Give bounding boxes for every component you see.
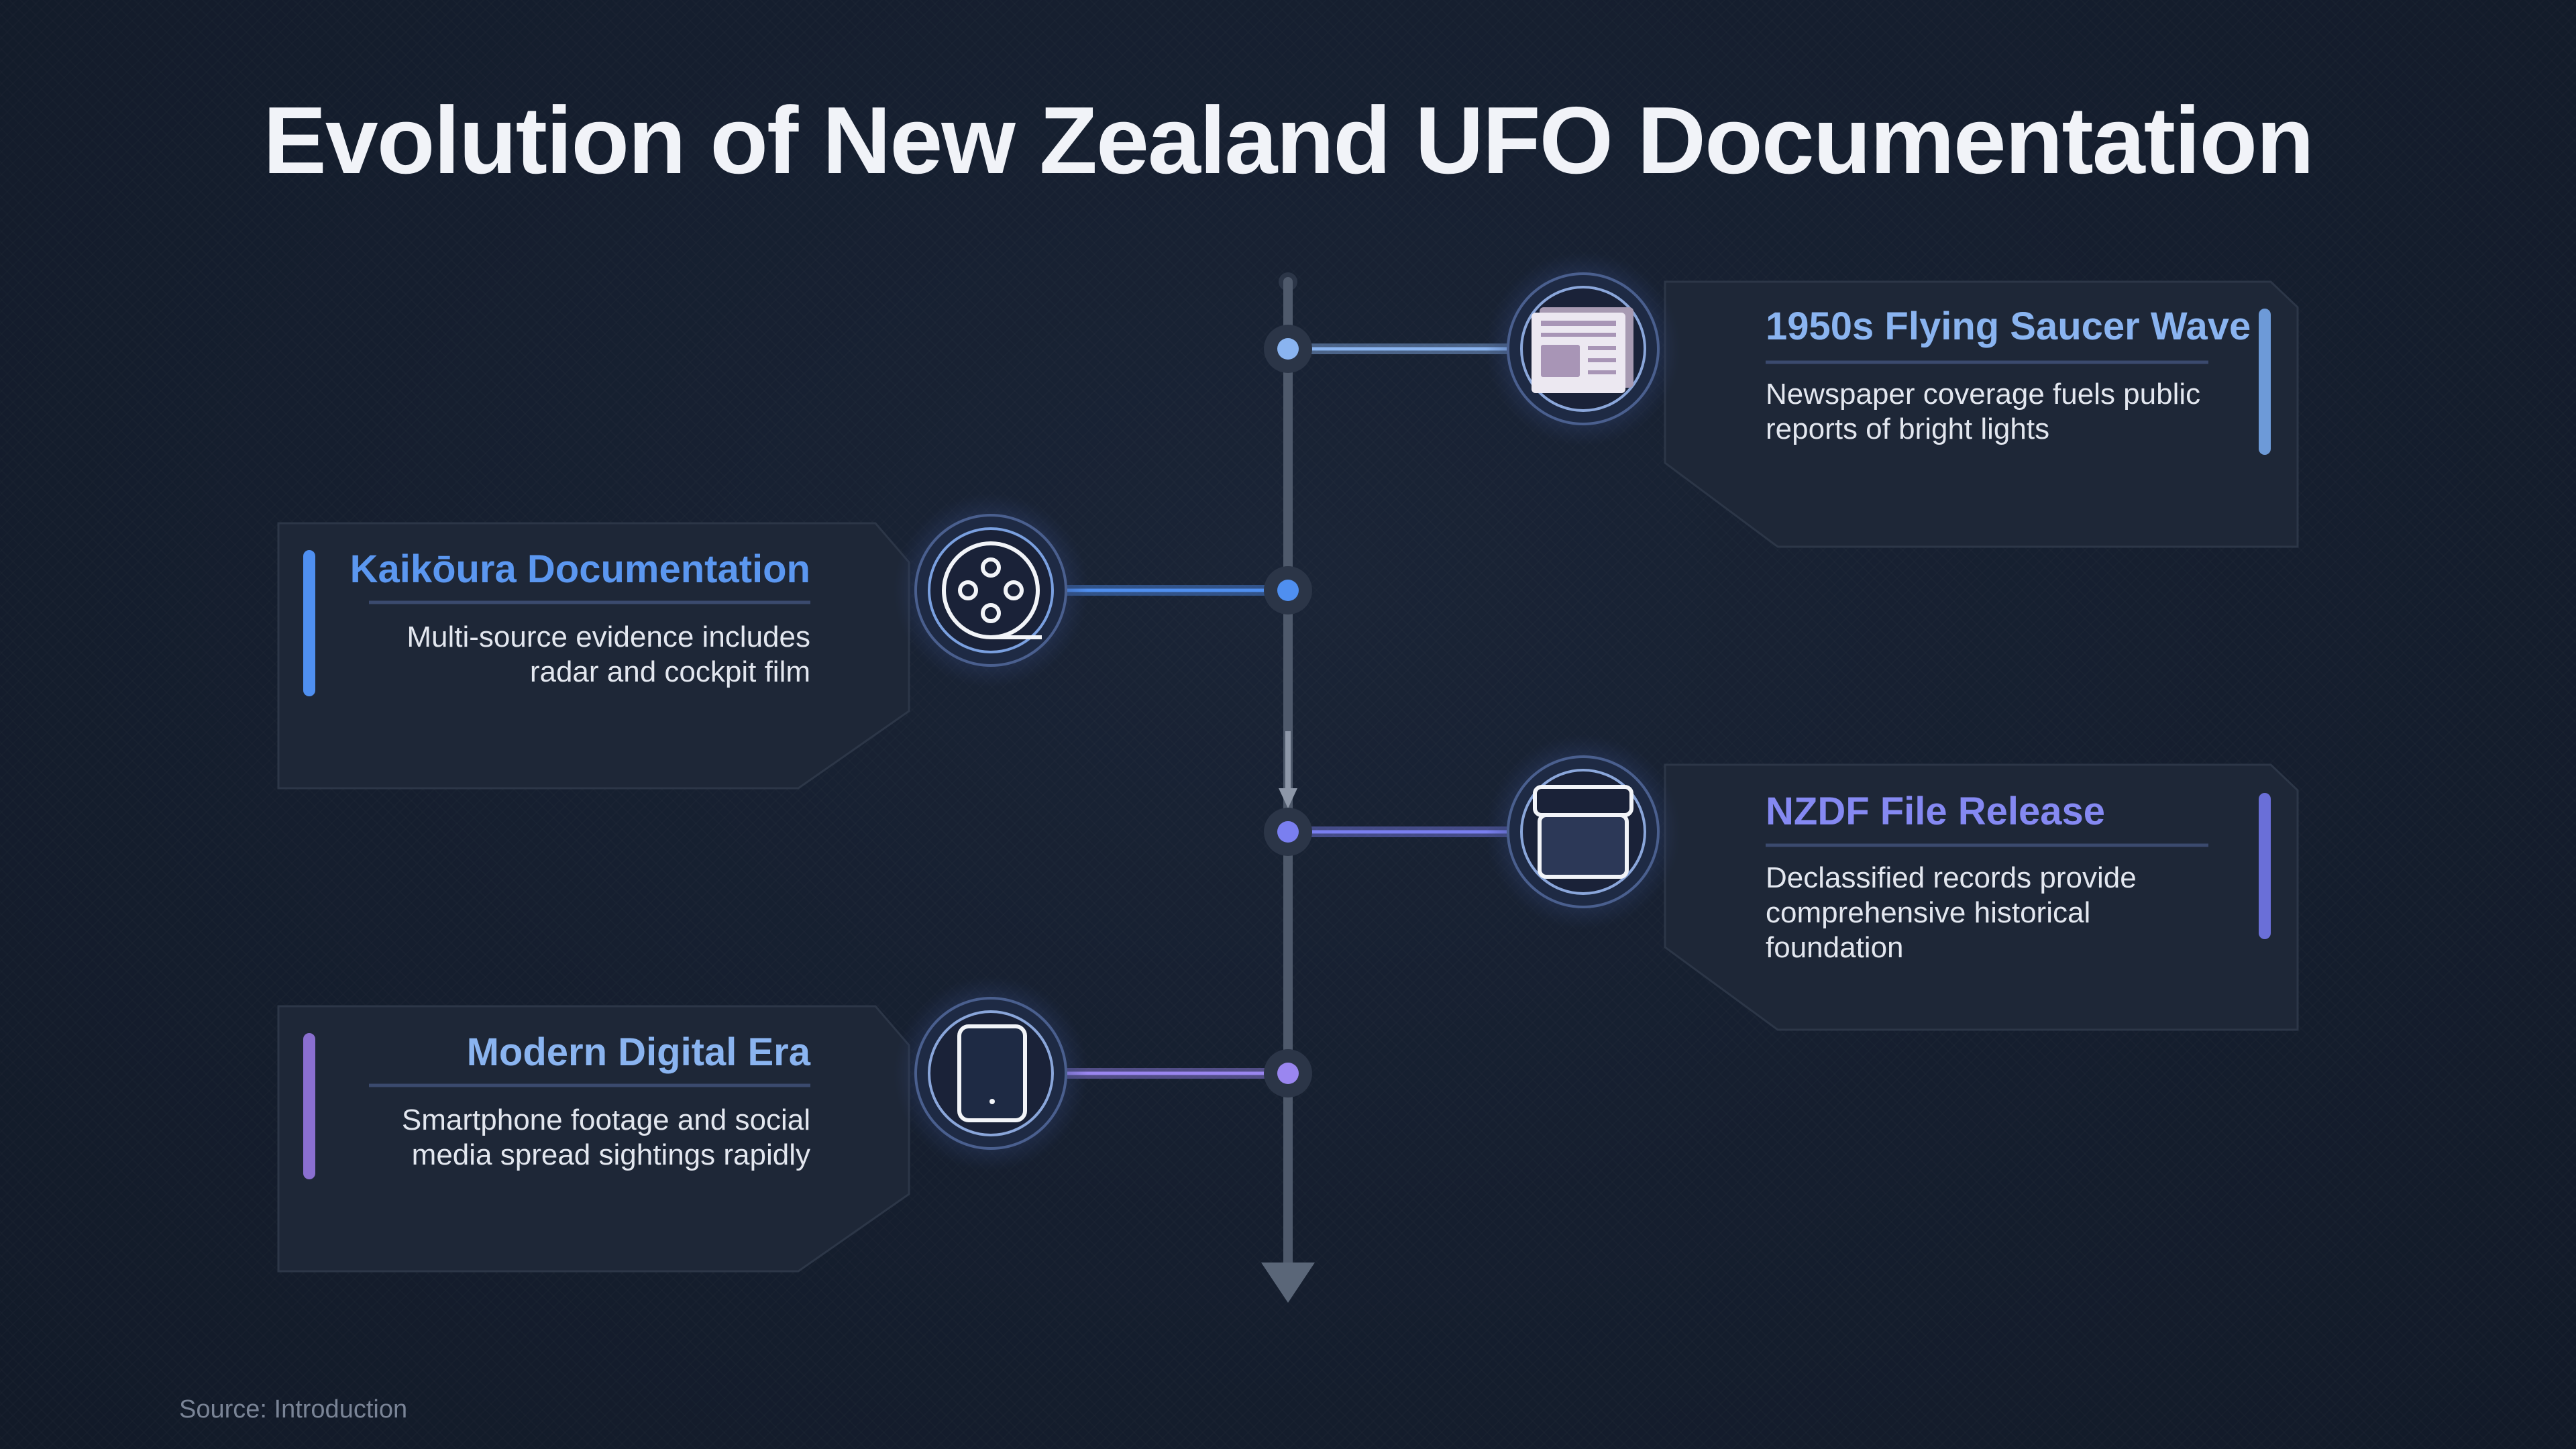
event-card-text-kaikoura: Kaikōura Documentation Multi-source evid… — [335, 546, 810, 690]
film-reel-icon — [942, 541, 1042, 639]
accent-bar — [2259, 793, 2271, 939]
source-note: Source: Introduction — [179, 1395, 408, 1424]
event-title: Modern Digital Era — [466, 1030, 810, 1074]
event-card — [277, 1005, 910, 1273]
event-card-text-modern: Modern Digital Era Smartphone footage an… — [335, 1029, 810, 1173]
event-description: Declassified records provide comprehensi… — [1766, 861, 2137, 964]
event-card — [277, 522, 910, 790]
event-title: Kaikōura Documentation — [350, 547, 810, 591]
accent-bar — [303, 1033, 315, 1179]
newspaper-icon — [1532, 307, 1633, 393]
accent-bar — [303, 550, 315, 696]
event-modern — [277, 976, 1312, 1273]
event-card — [1664, 763, 2299, 1031]
event-card-text-nzdf: NZDF File Release Declassified records p… — [1766, 788, 2235, 965]
smartphone-icon — [957, 1024, 1027, 1122]
page-title: Evolution of New Zealand UFO Documentati… — [263, 87, 2314, 194]
event-title: 1950s Flying Saucer Wave — [1766, 305, 2251, 348]
timeline-end-arrow — [1261, 1263, 1315, 1303]
event-title: NZDF File Release — [1766, 790, 2106, 833]
event-nzdf — [1264, 735, 2299, 1031]
event-description: Multi-source evidence includes radar and… — [407, 621, 810, 688]
event-1950s — [1264, 252, 2299, 548]
event-description: Smartphone footage and social media spre… — [401, 1104, 810, 1171]
event-description: Newspaper coverage fuels public reports … — [1766, 378, 2201, 445]
timeline-spine — [1261, 272, 1315, 1303]
event-card-text-1950s: 1950s Flying Saucer Wave Newspaper cover… — [1766, 303, 2251, 447]
event-kaikoura — [277, 493, 1312, 790]
event-card — [1664, 280, 2299, 548]
accent-bar — [2259, 309, 2271, 455]
archive-box-icon — [1533, 785, 1633, 879]
